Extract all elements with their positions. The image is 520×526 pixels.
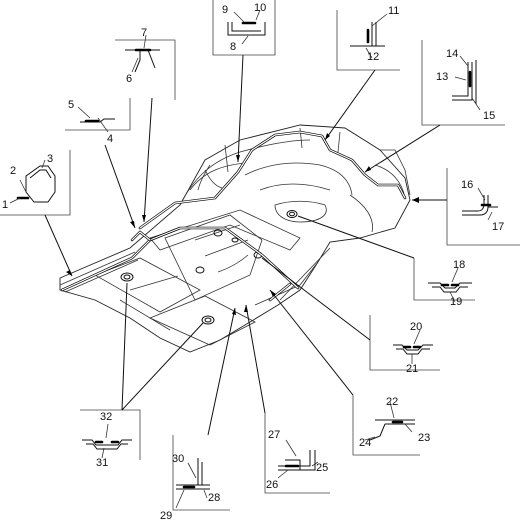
callout-5: 5 — [68, 99, 74, 111]
callout-11: 11 — [388, 5, 399, 17]
callout-17: 17 — [492, 221, 504, 233]
callout-2: 2 — [10, 165, 16, 177]
callout-23: 23 — [418, 432, 430, 444]
callout-12: 12 — [367, 51, 379, 63]
detail-section-1-3 — [9, 159, 56, 204]
detail-section-4-5 — [77, 106, 115, 133]
callout-14: 14 — [446, 48, 458, 60]
detail-section-31-32 — [82, 423, 132, 459]
detail-section-11-12 — [350, 13, 388, 59]
detail-section-20-21 — [393, 329, 433, 364]
detail-section-28-30 — [175, 458, 210, 509]
detail-section-8-10 — [227, 9, 266, 45]
detail-section-13-15 — [452, 55, 481, 111]
callout-leaders — [0, 0, 520, 511]
callout-19: 19 — [450, 296, 462, 308]
detail-section-16-17 — [462, 187, 498, 221]
callout-18: 18 — [453, 259, 465, 271]
callout-8: 8 — [230, 41, 236, 53]
sealer-bead — [60, 130, 407, 302]
callout-30: 30 — [172, 453, 184, 465]
callout-numbers: 1 2 3 4 5 6 7 8 9 10 11 12 13 14 15 16 1… — [2, 2, 504, 522]
callout-32: 32 — [100, 411, 112, 423]
callout-6: 6 — [126, 73, 132, 85]
detail-section-18-19 — [428, 267, 472, 303]
callout-1: 1 — [2, 199, 8, 211]
callout-25: 25 — [316, 462, 328, 474]
callout-21: 21 — [406, 363, 418, 375]
callout-9: 9 — [222, 4, 228, 16]
detail-section-25-27 — [277, 439, 319, 479]
callout-10: 10 — [254, 2, 266, 14]
callout-7: 7 — [141, 27, 147, 39]
callout-13: 13 — [436, 71, 448, 83]
detail-section-6-7 — [125, 34, 160, 73]
callout-29: 29 — [160, 510, 172, 522]
callout-28: 28 — [208, 492, 220, 504]
callout-20: 20 — [410, 321, 422, 333]
callout-31: 31 — [96, 457, 108, 469]
callout-26: 26 — [266, 479, 278, 491]
floor-pan-illustration — [59, 124, 411, 353]
detail-section-22-24 — [364, 401, 415, 441]
callout-16: 16 — [461, 179, 473, 191]
callout-24: 24 — [359, 437, 371, 449]
callout-15: 15 — [483, 110, 495, 122]
callout-4: 4 — [107, 133, 113, 145]
callout-3: 3 — [47, 153, 53, 165]
callout-27: 27 — [268, 429, 280, 441]
callout-22: 22 — [386, 396, 398, 408]
